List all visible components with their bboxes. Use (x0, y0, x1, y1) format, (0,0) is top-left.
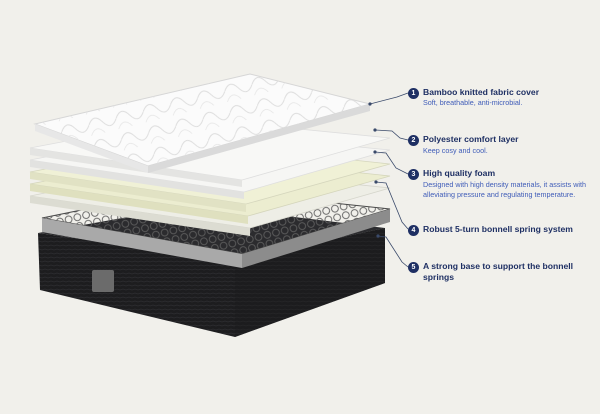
callout-number-marker: 5 (408, 262, 419, 273)
callout-number-marker: 3 (408, 169, 419, 180)
callout-number-marker: 2 (408, 135, 419, 146)
callout-number-marker: 1 (408, 88, 419, 99)
callout-title: Polyester comfort layer (423, 134, 519, 144)
callout-title: Robust 5-turn bonnell spring system (423, 224, 573, 234)
callout-title: A strong base to support the bonnell spr… (423, 261, 574, 282)
cover-layer (33, 73, 372, 173)
brand-label-patch (92, 270, 114, 292)
callout-description: Soft, breathable, anti-microbial. (423, 98, 523, 107)
leader-lines (369, 92, 409, 268)
leader-dots (368, 102, 380, 238)
callout-description: Designed with high density materials, it… (423, 180, 586, 199)
callout-title: High quality foam (423, 168, 496, 178)
callout-title: Bamboo knitted fabric cover (423, 87, 540, 97)
callout-number-marker: 4 (408, 225, 419, 236)
callout-description: Keep cosy and cool. (423, 146, 488, 155)
